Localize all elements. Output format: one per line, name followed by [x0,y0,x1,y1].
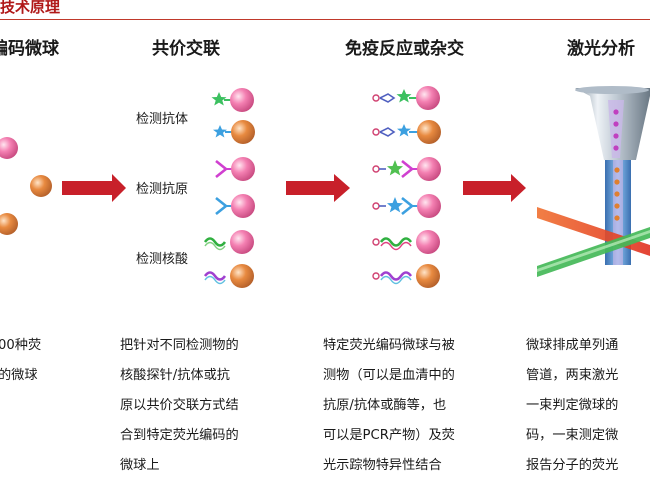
immune-reaction-group [372,86,441,288]
star-green-icon [396,89,412,103]
bead-pink [417,194,441,218]
arrow-right [463,174,526,202]
col-title-encoded-beads: 编码微球 [0,39,59,59]
description-line: 特定荧光编码微球与被 [323,338,455,353]
covalent-probes-group [203,88,255,288]
description-line: 抗原/抗体或酶等，也 [323,398,447,413]
col2-description: 把针对不同检测物的 核酸探针/抗体或抗 原以共价交联方式结 合到特定荧光编码的 … [120,331,239,481]
description-line: 原以共价交联方式结 [120,398,239,413]
star-blue-icon [213,125,227,138]
arrow-right [62,174,126,202]
col4-description: 微球排成单列通 管道，两束激光 一束判定微球的 码，一束测定微 报告分子的荧光 [526,331,618,481]
bead-pink [231,194,255,218]
antigen-star-blue-icon [387,197,403,213]
col3-description: 特定荧光编码微球与被 测物（可以是血清中的 抗原/抗体或酶等，也 可以是PCR产… [323,331,455,481]
label-detect-antibody: 检测抗体 [136,112,189,127]
bead-orange [0,213,18,235]
description-line: 可以是PCR产物）及荧 [323,428,455,443]
label-detect-nucleic-acid: 检测核酸 [136,252,189,267]
bead-pink [230,230,254,254]
bead-pink [416,86,440,110]
antibody-chevron-icon [215,159,229,179]
bead-orange [416,264,440,288]
bead-orange [230,264,254,288]
bead-pink [230,88,254,112]
antibody-chevron-icon [215,196,229,216]
star-green-icon [211,92,227,106]
bead-pink [0,137,18,159]
single-file-beads [613,109,620,221]
description-line: 报告分子的荧光 [526,458,619,473]
laser-flow-cell-group [537,86,650,277]
col1-description: 00种荧 的微球 [0,331,41,391]
description-line: 合到特定荧光编码的 [120,428,239,443]
description-line: 的微球 [0,368,38,383]
col-title-covalent-crosslink: 共价交联 [152,39,220,59]
description-line: 把针对不同检测物的 [120,338,239,353]
arrow-right [286,174,350,202]
antigen-star-green-icon [387,160,403,176]
description-line: 微球排成单列通 [526,338,619,353]
header-divider [0,19,650,20]
description-line: 光示踪物特异性结合 [323,458,442,473]
dna-hybrid-green-icon [379,237,413,247]
bead-pink [231,157,255,181]
bead-pink [417,157,441,181]
bead-orange [417,120,441,144]
description-line: 测物（可以是血清中的 [323,368,455,383]
label-detect-antigen: 检测抗原 [136,182,189,197]
bead-pink [416,230,440,254]
description-line: 一束判定微球的 [526,398,619,413]
col-title-laser-analysis: 激光分析 [567,39,635,59]
col-title-immune-reaction: 免疫反应或杂交 [345,39,464,59]
dna-strand-green-icon [203,237,227,247]
dna-hybrid-purple-icon [379,271,413,281]
description-line: 00种荧 [0,338,42,353]
encoded-beads-group [0,137,52,235]
description-line: 核酸探针/抗体或抗 [120,368,230,383]
bead-orange [30,175,52,197]
section-title: 技术原理 [0,0,61,16]
bead-orange [231,120,255,144]
description-line: 微球上 [120,458,160,473]
description-line: 管道，两束激光 [526,368,619,383]
description-line: 码，一束测定微 [526,428,619,443]
dna-strand-purple-icon [203,271,227,281]
star-blue-icon [397,124,411,137]
